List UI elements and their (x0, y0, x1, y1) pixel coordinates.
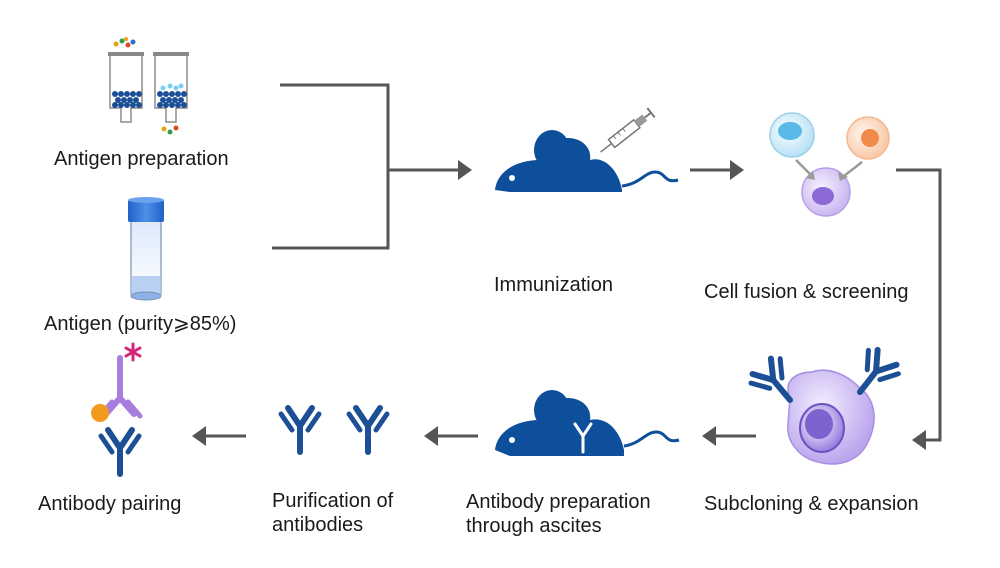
label-cell-fusion: Cell fusion & screening (704, 281, 909, 303)
label-immunization: Immunization (494, 274, 613, 296)
tube-icon (128, 197, 164, 301)
pairing-antibody-icon (91, 355, 143, 474)
cell-icon (769, 112, 890, 217)
label-antigen-preparation: Antigen preparation (54, 148, 229, 170)
mouse-icon (495, 130, 679, 192)
label-purification-line1: Purification of (272, 490, 394, 512)
arrow-to-pairing (192, 426, 246, 446)
arrow-to-ascites (702, 426, 756, 446)
arrow-to-immunization (458, 160, 472, 180)
syringe-icon (600, 107, 656, 153)
label-antibody-pairing: Antibody pairing (38, 493, 182, 515)
arrow-to-fusion (690, 160, 744, 180)
ascites-mouse-icon (495, 390, 680, 456)
arrow-to-purification (424, 426, 478, 446)
antibody-icon (281, 408, 387, 452)
label-purification-line2: antibodies (272, 514, 364, 536)
hybridoma-cell-icon (747, 346, 902, 465)
label-antigen-purity: Antigen (purity⩾85%) (44, 313, 237, 335)
label-ascites-line1: Antibody preparation (466, 491, 651, 513)
asterisk-icon (124, 342, 142, 362)
column-icon (108, 37, 189, 135)
merge-connector (272, 83, 458, 250)
label-ascites-line2: through ascites (466, 515, 602, 537)
label-subcloning: Subcloning & expansion (704, 493, 919, 515)
arrow-to-subcloning (896, 168, 942, 450)
